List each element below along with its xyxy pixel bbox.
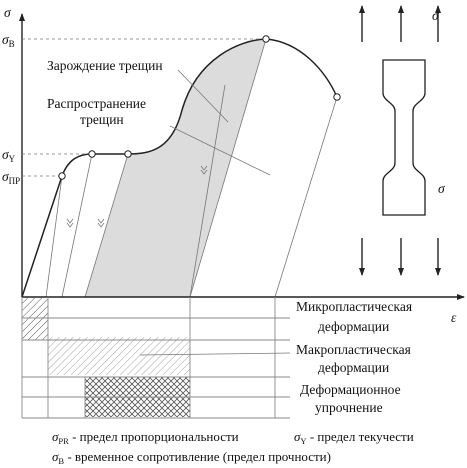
sigma-pr-label: σПР (2, 169, 20, 186)
stress-strain-curve (21, 38, 338, 298)
tensile-specimen-figure: σ σ (359, 5, 446, 276)
x-axis-label: ε (451, 310, 457, 325)
sigma-y-label: σY (2, 147, 16, 164)
unloading-chevrons (66, 165, 208, 228)
zone-micro-label-line2: деформации (318, 319, 389, 334)
crack-propagation-region (85, 39, 266, 297)
legend-line-1: σPR - предел пропорциональности (52, 429, 239, 446)
y-axis-label: σ (4, 5, 12, 20)
yield-start-point (88, 150, 96, 158)
crack-propagation-leader (169, 125, 271, 176)
zone-macro-label-line1: Макропластическая (296, 342, 411, 357)
specimen-sigma-right: σ (438, 181, 446, 196)
sigma-b-label: σB (2, 32, 15, 49)
specimen-shape (382, 59, 426, 216)
micro-zone-fill (22, 298, 48, 340)
crack-propagation-label-line1: Распространение (47, 96, 146, 111)
fracture-point (333, 93, 341, 101)
ultimate-strength-point (262, 35, 270, 43)
legend-line-2: σB - временное сопротивление (предел про… (52, 449, 331, 466)
zone-macro-label-line2: деформации (318, 360, 389, 375)
yield-end-point (124, 150, 132, 158)
zone-hardening-label-line2: упрочнение (315, 400, 383, 415)
crack-initiation-leader (177, 69, 229, 123)
key-points (58, 35, 341, 180)
crack-initiation-label: Зарождение трещин (47, 58, 163, 73)
crack-propagation-label-line2: трещин (80, 112, 124, 127)
zone-hardening-label-line1: Деформационное (300, 382, 401, 397)
deformation-zones-table (21, 297, 291, 419)
macro-zone-fill (48, 337, 190, 375)
unloading-lines (45, 38, 338, 298)
zone-micro-label-line1: Микропластическая (296, 299, 412, 314)
proportional-limit-point (58, 172, 66, 180)
specimen-sigma-top: σ (432, 8, 440, 23)
legend-line-1b: σY - предел текучести (294, 429, 414, 446)
